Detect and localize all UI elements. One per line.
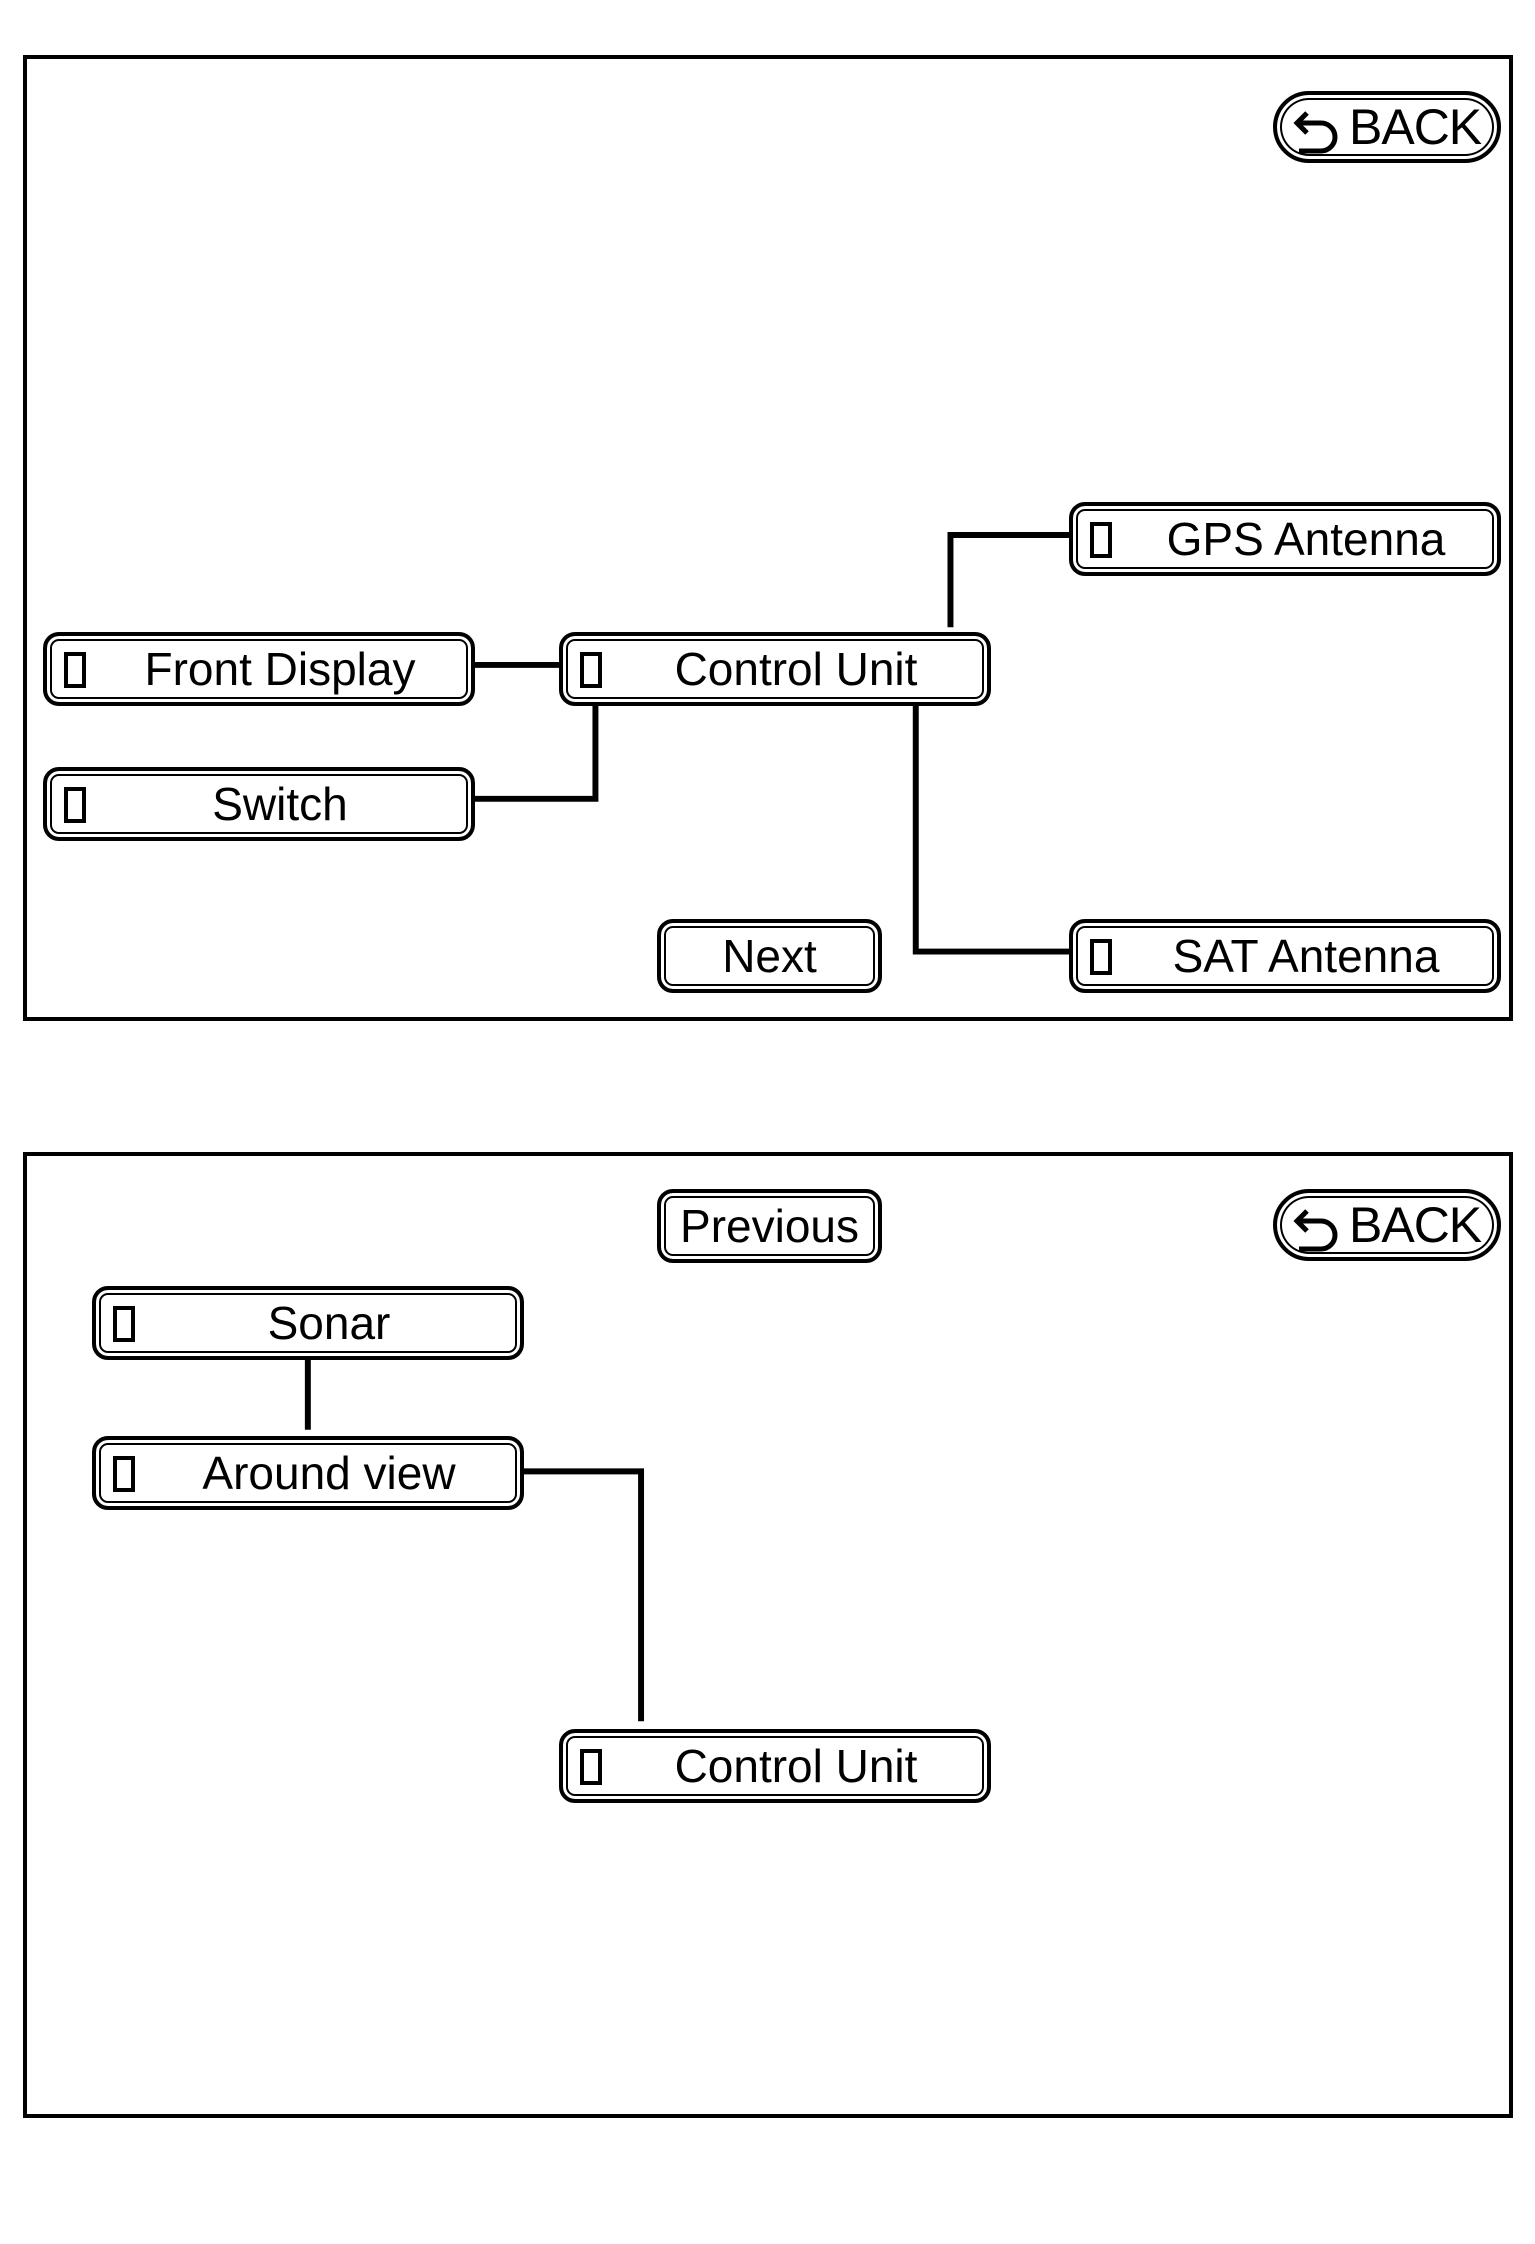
return-arrow-icon	[1293, 1209, 1338, 1252]
node-control-unit-label: Control Unit	[674, 1740, 918, 1792]
node-sat-antenna[interactable]: SAT Antenna	[1069, 919, 1501, 993]
link-control-unit-sat-antenna	[912, 702, 1071, 955]
node-switch[interactable]: Switch	[43, 767, 475, 841]
diagnosis-screen-page-1: BACK GPS Antenna Front Display Control U…	[23, 55, 1513, 1021]
link-switch-control-unit	[474, 702, 599, 802]
diagnosis-screen-page-2: Previous BACK Sonar Around view Control …	[23, 1152, 1513, 2118]
node-gps-antenna[interactable]: GPS Antenna	[1069, 502, 1501, 576]
node-control-unit-label: Control Unit	[674, 643, 918, 695]
node-front-display-label: Front Display	[144, 643, 416, 695]
checkbox-icon	[113, 1306, 135, 1342]
link-control-unit-gps-antenna	[947, 532, 1071, 628]
node-sonar[interactable]: Sonar	[92, 1286, 524, 1360]
back-button-label: BACK	[1349, 1197, 1482, 1253]
checkbox-icon	[1090, 939, 1112, 975]
node-sat-antenna-label: SAT Antenna	[1172, 930, 1440, 982]
node-switch-label: Switch	[212, 778, 348, 830]
node-around-view-label: Around view	[202, 1447, 456, 1499]
node-gps-antenna-label: GPS Antenna	[1166, 513, 1446, 565]
node-sonar-label: Sonar	[267, 1297, 391, 1349]
checkbox-icon	[1090, 522, 1112, 558]
checkbox-icon	[580, 652, 602, 688]
checkbox-icon	[580, 1749, 602, 1785]
next-button[interactable]: Next	[657, 919, 882, 993]
checkbox-icon	[64, 652, 86, 688]
back-button[interactable]: BACK	[1273, 1189, 1501, 1261]
link-around-view-control-unit	[523, 1468, 645, 1722]
node-around-view[interactable]: Around view	[92, 1436, 524, 1510]
return-arrow-icon	[1293, 111, 1338, 154]
node-control-unit[interactable]: Control Unit	[559, 632, 991, 706]
node-front-display[interactable]: Front Display	[43, 632, 475, 706]
back-button-label: BACK	[1349, 99, 1482, 155]
previous-button[interactable]: Previous	[657, 1189, 882, 1263]
checkbox-icon	[64, 787, 86, 823]
node-control-unit[interactable]: Control Unit	[559, 1729, 991, 1803]
checkbox-icon	[113, 1456, 135, 1492]
back-button[interactable]: BACK	[1273, 91, 1501, 163]
